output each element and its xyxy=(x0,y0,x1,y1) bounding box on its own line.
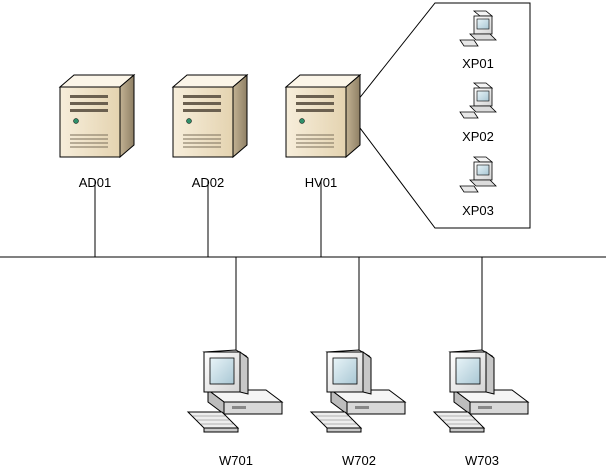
desktop-pc-icon xyxy=(187,349,283,433)
vm-label-xp02: XP02 xyxy=(462,129,494,144)
workstation-w701[interactable]: W701 xyxy=(187,349,283,468)
server-label-ad02: AD02 xyxy=(192,175,225,190)
desktop-pc-icon xyxy=(433,349,529,433)
vm-callout-box xyxy=(353,2,531,229)
server-links xyxy=(94,180,322,257)
server-tower-icon xyxy=(285,74,361,158)
server-label-hv01: HV01 xyxy=(305,175,338,190)
vm-xp02[interactable]: XP02 xyxy=(459,82,497,144)
server-ad02[interactable]: AD02 xyxy=(172,74,248,190)
vm-label-xp01: XP01 xyxy=(462,56,494,71)
workstation-links xyxy=(235,257,483,355)
vm-xp01[interactable]: XP01 xyxy=(459,10,497,71)
workstation-label-w701: W701 xyxy=(219,453,253,468)
server-hv01[interactable]: HV01 xyxy=(285,74,361,190)
vm-label-xp03: XP03 xyxy=(462,203,494,218)
workstation-w703[interactable]: W703 xyxy=(433,349,529,468)
server-label-ad01: AD01 xyxy=(79,175,112,190)
server-tower-icon xyxy=(172,74,248,158)
vm-xp03[interactable]: XP03 xyxy=(459,156,497,218)
workstation-label-w702: W702 xyxy=(342,453,376,468)
workstation-label-w703: W703 xyxy=(465,453,499,468)
workstation-w702[interactable]: W702 xyxy=(310,349,406,468)
desktop-pc-icon xyxy=(310,349,406,433)
server-ad01[interactable]: AD01 xyxy=(59,74,135,190)
server-tower-icon xyxy=(59,74,135,158)
